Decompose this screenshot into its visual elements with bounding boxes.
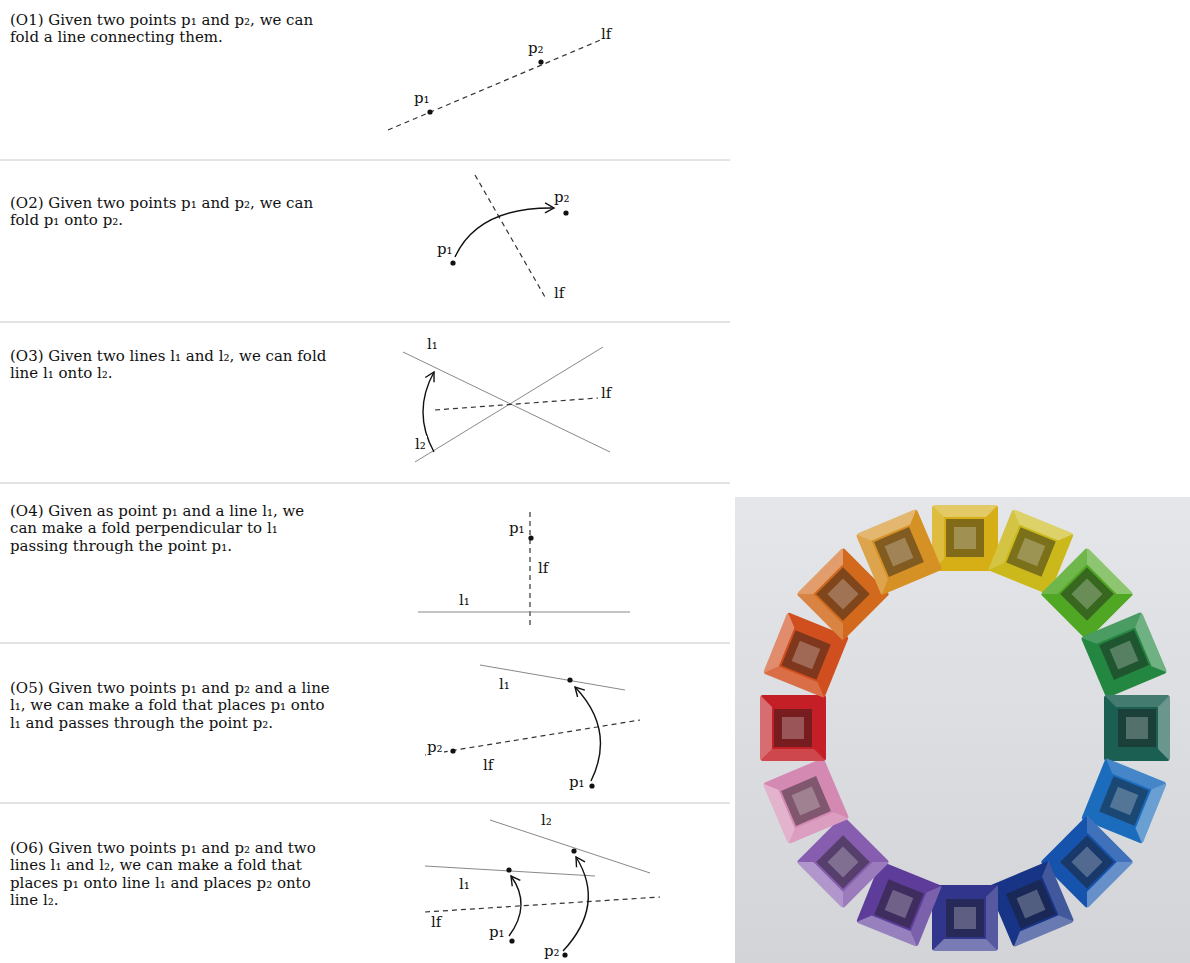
o1-figure (388, 36, 610, 130)
o2-figure (450, 175, 568, 297)
o3-figure (403, 347, 610, 462)
figure-label: lf (553, 285, 565, 302)
figure-label: l₁ (498, 676, 511, 693)
figure-label: l₁ (426, 336, 439, 353)
figure-label: p₁ (568, 774, 586, 791)
figure-label: p₂ (543, 943, 561, 960)
axiom-description: (O2) Given two points p₁ and p₂, we can … (10, 195, 335, 230)
figure-label: p₂ (553, 189, 571, 206)
figure-label: lf (600, 26, 612, 43)
figure-label: l₂ (414, 436, 427, 453)
figure-label: lf (600, 385, 612, 402)
figure-label: lf (482, 757, 494, 774)
figure-label: p₁ (413, 90, 431, 107)
origami-ring-photo (735, 497, 1190, 963)
figure-label: lf (430, 914, 442, 931)
axiom-description: (O1) Given two points p₁ and p₂, we can … (10, 12, 335, 47)
o4-figure (418, 512, 630, 628)
figure-label: l₁ (458, 876, 471, 893)
figure-label: lf (537, 560, 549, 577)
figure-label: p₁ (508, 520, 526, 537)
axiom-description: (O5) Given two points p₁ and p₂ and a li… (10, 680, 335, 732)
o5-figure (425, 665, 640, 789)
figure-label: p₂ (527, 40, 545, 57)
figure-label: l₂ (540, 812, 553, 829)
figure-label: l₁ (458, 592, 471, 609)
figure-label: p₂ (426, 739, 444, 756)
figure-label: p₁ (488, 924, 506, 941)
row-separators (0, 160, 730, 803)
axiom-description: (O4) Given as point p₁ and a line l₁, we… (10, 503, 335, 555)
o6-figure (425, 820, 660, 958)
figure-label: p₁ (436, 241, 454, 258)
axiom-description: (O3) Given two lines l₁ and l₂, we can f… (10, 348, 335, 383)
axiom-description: (O6) Given two points p₁ and p₂ and two … (10, 840, 335, 909)
